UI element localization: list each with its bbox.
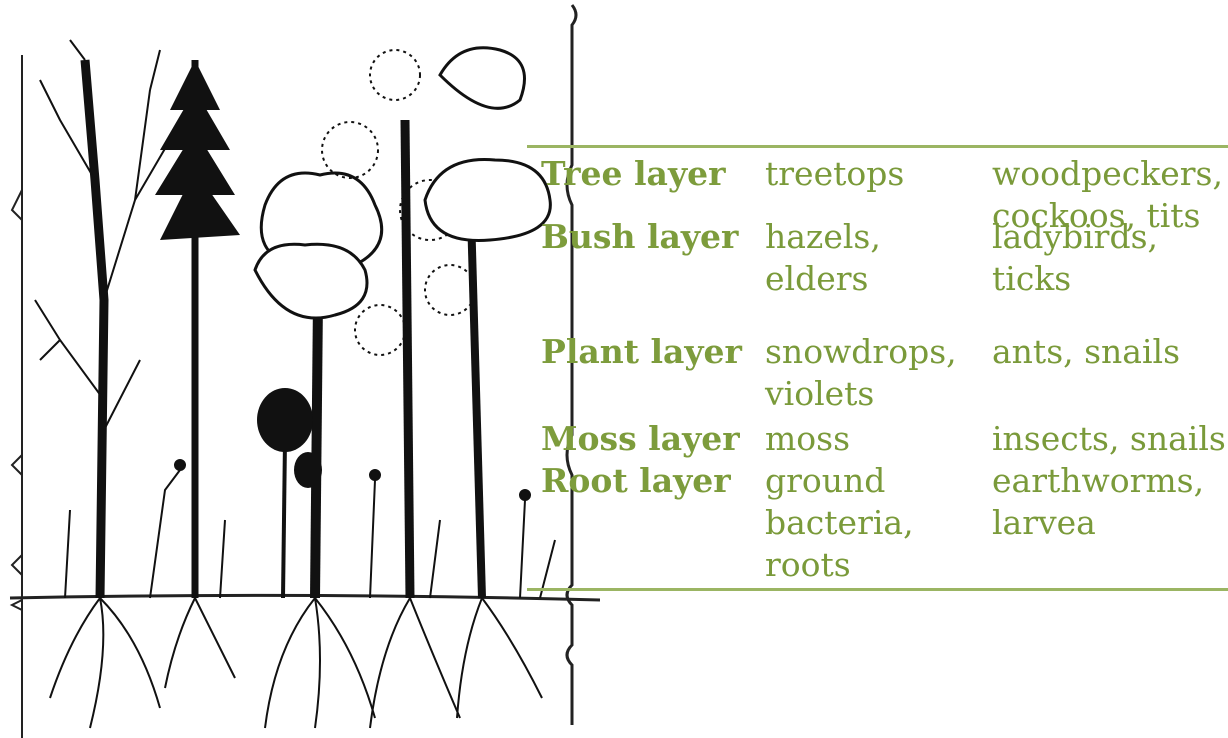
layer-habitat: moss [765,418,850,460]
habitat-line: elders [765,258,881,300]
layer-name: Moss layer [541,418,740,460]
habitat-line: bacteria, [765,502,914,544]
bare-tree [35,40,170,598]
layer-habitat: hazels, elders [765,216,881,300]
fauna-line: earthworms, [992,460,1204,502]
layer-habitat: treetops [765,153,904,195]
layer-fauna: ants, snails [992,331,1180,373]
layer-habitat: snowdrops, violets [765,331,957,415]
layer-name: Bush layer [541,216,738,258]
roots [50,598,542,728]
forest-layers-table: Tree layer treetops woodpeckers, cockoos… [527,145,1228,591]
cloud-tree [255,173,382,598]
dotted-tree [322,50,475,598]
fauna-line: woodpeckers, [992,153,1223,195]
fauna-line: larvea [992,502,1204,544]
layer-fauna: ladybirds, ticks [992,216,1158,300]
layer-habitat: ground bacteria, roots [765,460,914,586]
layer-name: Root layer [541,460,731,502]
layer-fauna: earthworms, larvea [992,460,1204,544]
layer-fauna: insects, snails [992,418,1226,460]
fauna-line: ladybirds, [992,216,1158,258]
habitat-line: treetops [765,153,904,195]
habitat-line: violets [765,373,957,415]
habitat-line: moss [765,418,850,460]
spruce-tree [155,60,240,598]
layer-name: Tree layer [541,153,726,195]
habitat-line: ground [765,460,914,502]
habitat-line: hazels, [765,216,881,258]
fauna-line: insects, snails [992,418,1226,460]
left-bracket-marks [12,190,22,610]
layer-name: Plant layer [541,331,742,373]
habitat-line: snowdrops, [765,331,957,373]
fauna-line: ants, snails [992,331,1180,373]
fauna-line: ticks [992,258,1158,300]
forest-layers-illustration [0,0,600,738]
habitat-line: roots [765,544,914,586]
